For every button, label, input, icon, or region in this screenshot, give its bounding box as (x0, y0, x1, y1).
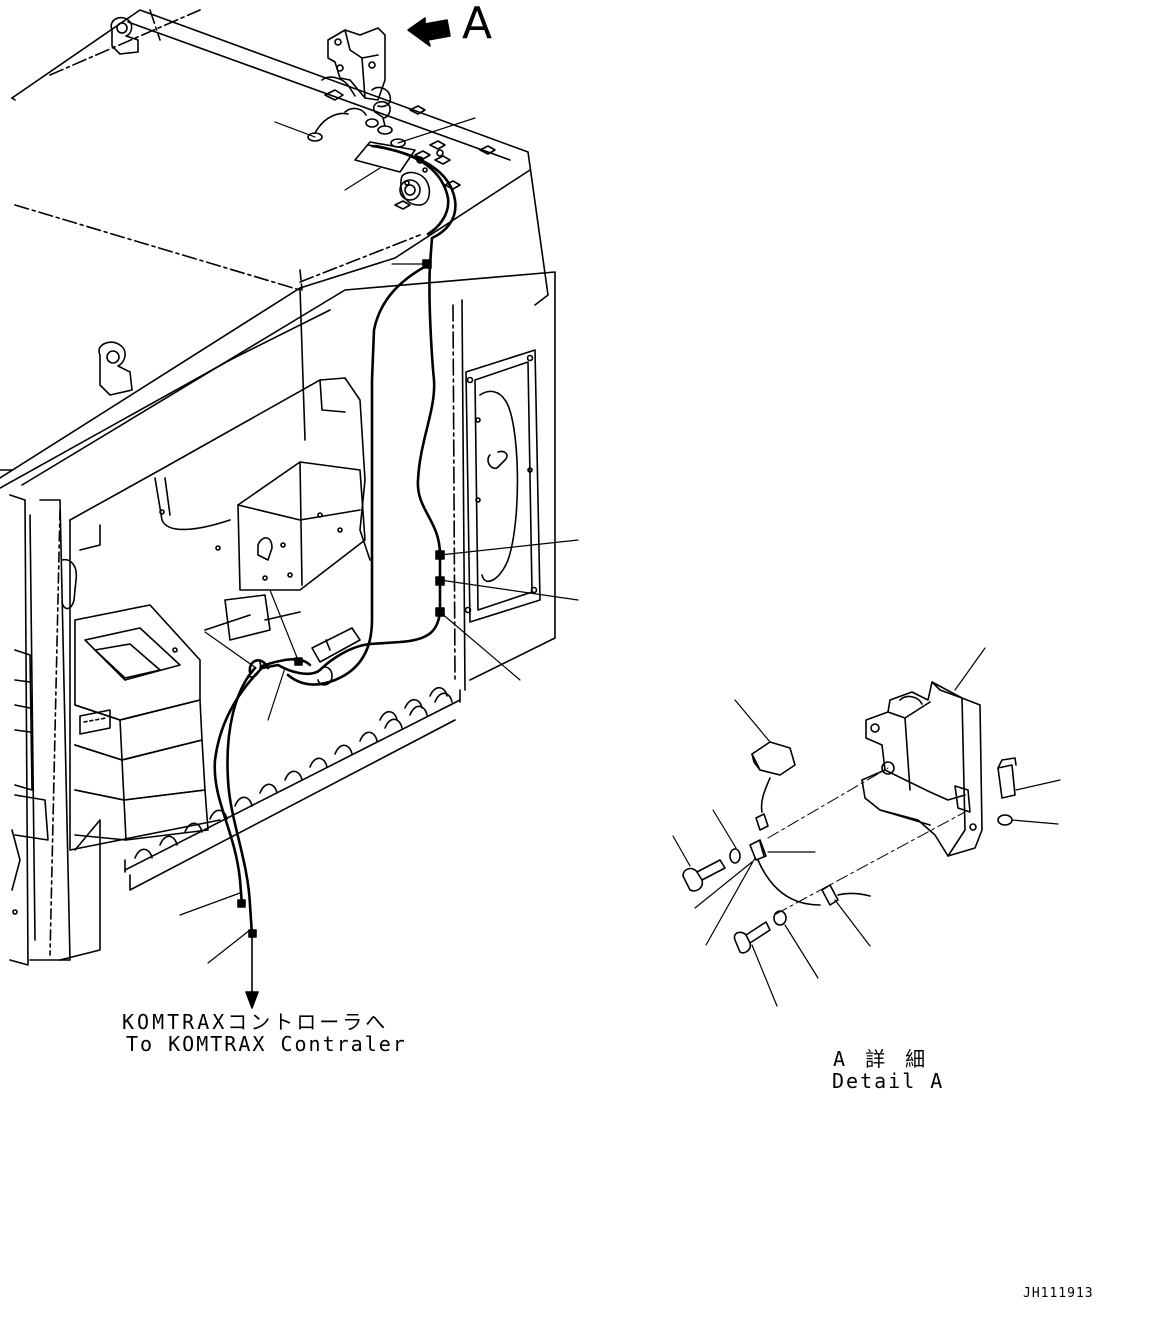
drawing-number: JH111913 (1023, 1286, 1094, 1301)
view-marker-letter: A (462, 0, 493, 49)
antenna-bracket-assembly (307, 27, 496, 210)
clamp-bracket (247, 627, 361, 686)
machine-cab-body (0, 9, 556, 966)
floor-track-clips (124, 686, 461, 891)
detail-label-english: Detail A (832, 1069, 945, 1093)
view-direction-arrow-icon (407, 17, 451, 47)
destination-label-japanese: KOMTRAXコントローラへ (122, 1010, 389, 1034)
detail-a-view (672, 647, 1061, 1007)
destination-label-english: To KOMTRAX Contraler (126, 1032, 407, 1056)
leader-lines-main (179, 117, 579, 964)
harness-clamps (237, 259, 445, 938)
down-arrow-icon (245, 936, 259, 1009)
detail-label-japanese: A 詳 細 (833, 1047, 930, 1071)
